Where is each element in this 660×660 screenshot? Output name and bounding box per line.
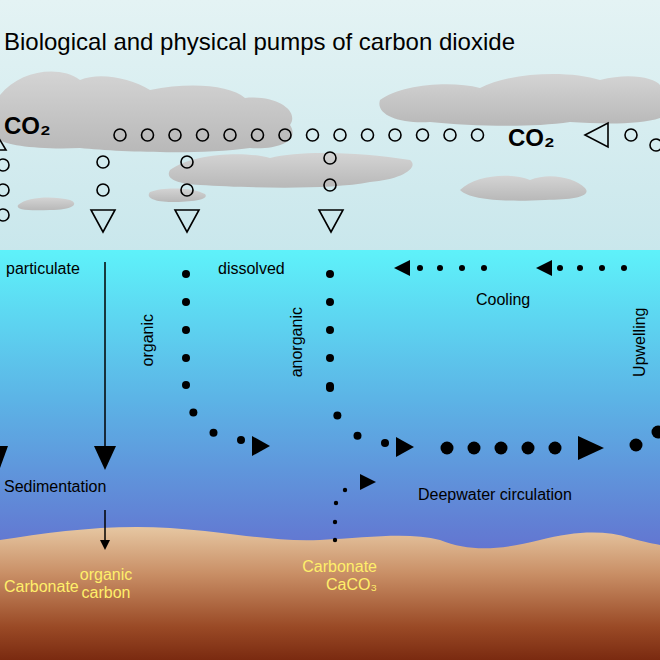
co2-circle (324, 152, 336, 164)
co2-circle (224, 129, 236, 141)
co2-circle (0, 184, 9, 196)
down-triangle (91, 210, 115, 232)
down-triangle (319, 210, 343, 232)
label: CO₂ (4, 112, 51, 140)
flow-dot (621, 265, 627, 271)
left-triangle (585, 123, 608, 147)
flow-arrowhead (396, 437, 414, 457)
seabed (0, 527, 660, 660)
flow-arrowhead (394, 260, 410, 276)
label: CO₂ (508, 124, 555, 152)
co2-circle (197, 129, 209, 141)
vertical-label: Upwelling (632, 307, 650, 376)
label: particulate (6, 260, 80, 278)
co2-circle (417, 129, 429, 141)
flow-dot (333, 412, 341, 420)
vertical-label: anorganic (288, 307, 306, 377)
flow-dot (557, 265, 563, 271)
flow-dot (343, 488, 347, 492)
co2-circle (625, 129, 637, 141)
flow-dot (417, 265, 423, 271)
label: Cooling (476, 291, 530, 309)
carbon-flows (0, 260, 660, 550)
co2-molecules (0, 123, 660, 232)
flow-dot (182, 354, 190, 362)
co2-circle (181, 184, 193, 196)
co2-circle (444, 129, 456, 141)
flow-dot (237, 436, 245, 444)
flow-dot (333, 538, 337, 542)
co2-circle (0, 209, 9, 221)
up-triangle (0, 140, 6, 150)
flow-arrowhead (578, 436, 604, 460)
flow-dot (182, 298, 190, 306)
flow-dot (599, 265, 605, 271)
flow-dot (354, 432, 362, 440)
flow-dot (381, 439, 389, 447)
flow-dot (326, 354, 334, 362)
clouds (0, 72, 660, 211)
co2-circle (0, 159, 9, 171)
vertical-label: organic (139, 314, 157, 366)
down-triangle (175, 210, 199, 232)
flow-dot (481, 265, 487, 271)
label: dissolved (218, 260, 285, 278)
label: organic carbon (70, 566, 142, 603)
flow-dot (522, 442, 535, 455)
flow-dot (182, 326, 190, 334)
flow-dot (495, 442, 508, 455)
flow-dot (326, 326, 334, 334)
co2-circle (142, 129, 154, 141)
flow-arrowhead (360, 474, 376, 490)
co2-circle (252, 129, 264, 141)
flow-dot (210, 429, 218, 437)
co2-circle (114, 129, 126, 141)
co2-circle (279, 129, 291, 141)
flow-dot (459, 265, 465, 271)
flow-arrowhead (536, 260, 552, 276)
flow-dot (334, 501, 338, 505)
sky (0, 0, 660, 252)
flow-dot (326, 298, 334, 306)
flow-dot (549, 442, 562, 455)
co2-circle (362, 129, 374, 141)
co2-circle (307, 129, 319, 141)
co2-circle (650, 139, 660, 151)
flow-dot (441, 442, 454, 455)
co2-circle (181, 156, 193, 168)
co2-circle (334, 129, 346, 141)
flow-dot (333, 520, 337, 524)
co2-circle (324, 179, 336, 191)
flow-dot (326, 270, 334, 278)
label: Carbonate (4, 578, 79, 596)
label: Deepwater circulation (418, 486, 572, 504)
flow-dot (437, 265, 443, 271)
co2-circle (97, 184, 109, 196)
co2-circle (97, 156, 109, 168)
label: Sedimentation (4, 478, 106, 496)
flow-dot (652, 426, 660, 439)
title: Biological and physical pumps of carbon … (4, 28, 515, 56)
flow-dot (577, 265, 583, 271)
label: Carbonate CaCO₃ (282, 558, 377, 595)
flow-dot (326, 384, 334, 392)
co2-circle (389, 129, 401, 141)
flow-dot (189, 409, 197, 417)
flow-dot (182, 381, 190, 389)
flow-dot (630, 439, 643, 452)
co2-circle (472, 129, 484, 141)
flow-dot (468, 442, 481, 455)
flow-dot (182, 270, 190, 278)
flow-arrowhead (252, 436, 270, 456)
co2-circle (169, 129, 181, 141)
